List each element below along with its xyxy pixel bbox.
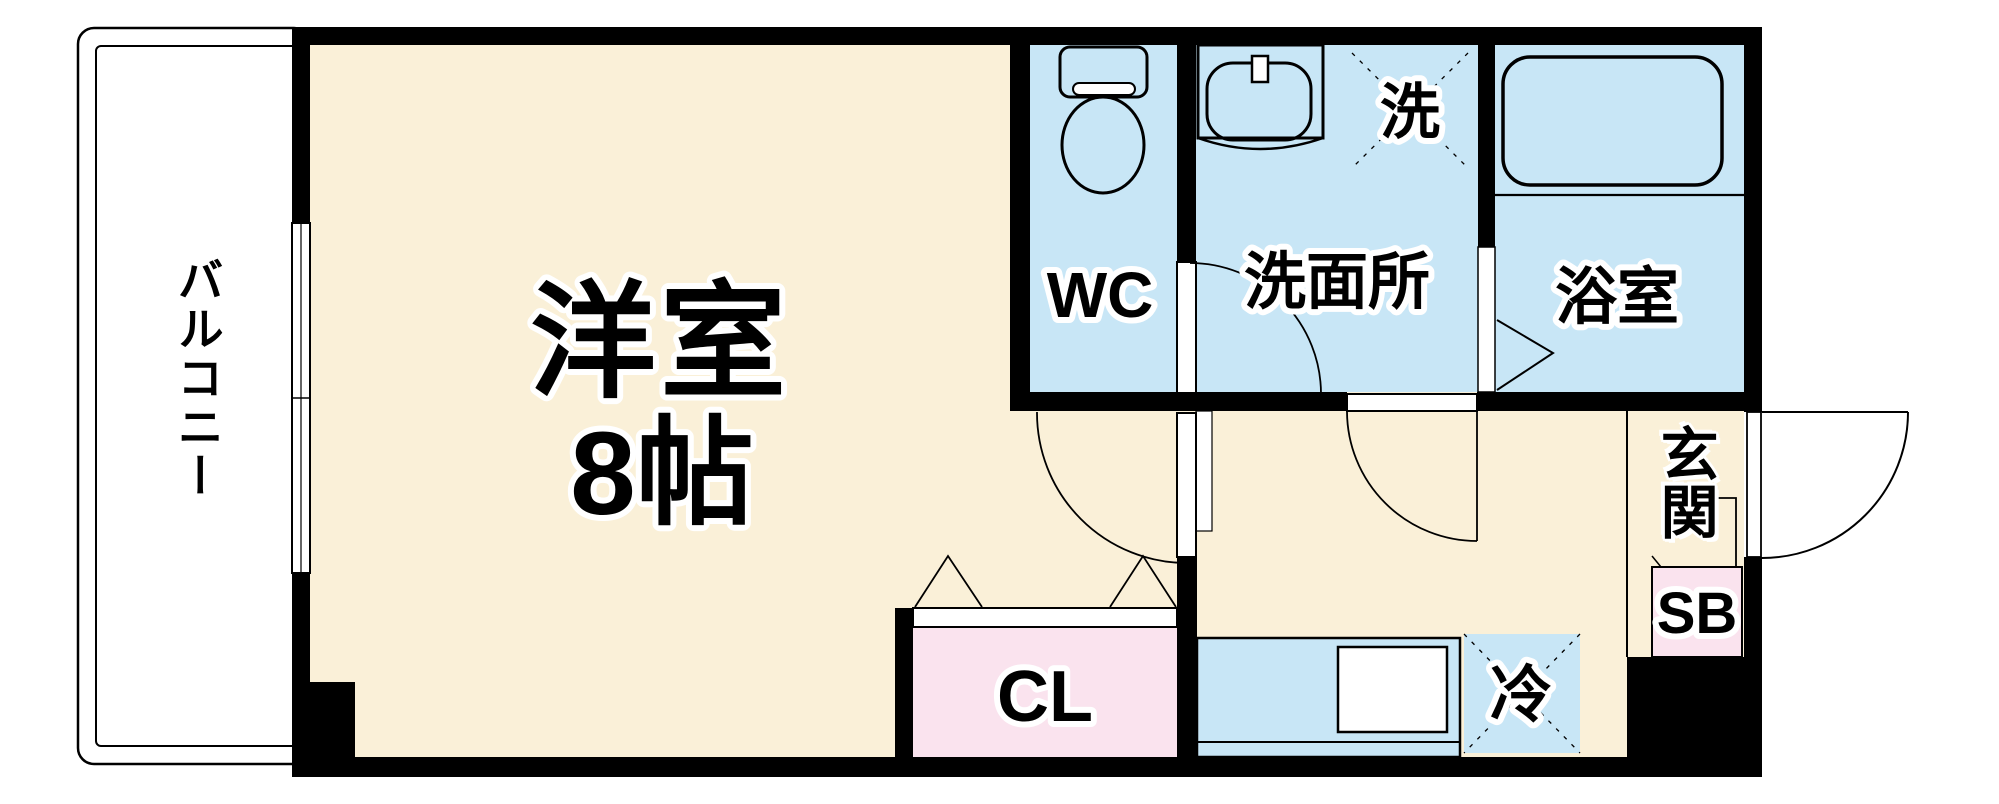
wall-top bbox=[292, 27, 1762, 45]
washer-space bbox=[1351, 52, 1469, 169]
bathroom-floor bbox=[1495, 45, 1744, 392]
hall-door bbox=[1036, 410, 1213, 564]
walls bbox=[292, 27, 1762, 777]
closet-fold-door-icon bbox=[914, 554, 983, 608]
wall-left-lower bbox=[292, 573, 310, 682]
bathtub-icon bbox=[1495, 55, 1744, 197]
hall-door-swing-arc bbox=[1036, 411, 1188, 564]
washroom-label: 洗面所 bbox=[1244, 248, 1430, 317]
entrance-step-line bbox=[1713, 497, 1737, 567]
wall-right-lower bbox=[1744, 557, 1762, 777]
wall-left-upper bbox=[292, 45, 310, 223]
wc-door bbox=[1176, 261, 1322, 395]
wall-corner-pillar bbox=[292, 682, 355, 757]
shoe-box-label: SB bbox=[1657, 581, 1738, 646]
wall-washroom-bath bbox=[1478, 45, 1495, 247]
wc-floor bbox=[1030, 45, 1177, 392]
washroom-door-swing-arc bbox=[1346, 411, 1478, 542]
entrance-step-lines bbox=[1626, 411, 1737, 657]
hall-door-leaf bbox=[1176, 412, 1197, 558]
main-room-size-label: 8帖 bbox=[570, 408, 754, 540]
wall-hall-stub bbox=[1177, 557, 1197, 757]
washer-dashed-box bbox=[1352, 53, 1468, 168]
hall-door-channel bbox=[1195, 410, 1213, 532]
bathroom-folding-door bbox=[1477, 246, 1555, 393]
balcony-label: バルコニー bbox=[171, 256, 224, 501]
main-room-label: 洋室 bbox=[530, 272, 790, 413]
wall-wet-bottom-right bbox=[1477, 392, 1762, 411]
washroom-door bbox=[1346, 393, 1478, 542]
fridge-label: 冷 bbox=[1490, 661, 1552, 730]
entrance-door-swing-arc bbox=[1761, 411, 1909, 559]
wall-wc-washroom bbox=[1177, 45, 1196, 262]
washroom-door-leaf bbox=[1346, 393, 1478, 412]
fridge-dashed-box bbox=[1464, 634, 1580, 753]
wall-entrance-block bbox=[1627, 657, 1744, 757]
wall-wet-bottom-left bbox=[1010, 392, 1347, 411]
entrance-step-line bbox=[1651, 555, 1662, 568]
wall-closet-left bbox=[895, 608, 913, 757]
vanity-front-curve bbox=[1197, 136, 1324, 151]
vanity-faucet bbox=[1250, 54, 1270, 84]
kitchen-counter bbox=[1195, 636, 1462, 759]
closet-door-strip bbox=[912, 607, 1178, 628]
wc-door-swing-arc bbox=[1189, 262, 1322, 395]
closet-floor bbox=[913, 627, 1177, 757]
wall-mainroom-wc bbox=[1010, 45, 1030, 392]
vanity-sink-icon bbox=[1196, 43, 1325, 151]
entrance-label: 玄関 bbox=[1651, 424, 1717, 540]
closet-label: CL bbox=[997, 657, 1093, 737]
balcony-window bbox=[291, 222, 311, 574]
toilet-lid-slot bbox=[1072, 82, 1136, 96]
washer-label: 洗 bbox=[1380, 79, 1440, 146]
bath-door-strip bbox=[1477, 246, 1496, 393]
bathroom-label: 浴室 bbox=[1555, 263, 1679, 332]
wc-door-leaf bbox=[1176, 261, 1197, 394]
wall-right-upper bbox=[1744, 27, 1762, 412]
entrance-door-leaf bbox=[1746, 411, 1762, 558]
wc-label: WC bbox=[1047, 259, 1154, 331]
kitchen-sink-icon bbox=[1336, 645, 1449, 734]
entrance-door bbox=[1746, 411, 1909, 559]
bathtub bbox=[1501, 55, 1724, 187]
wall-bottom bbox=[292, 757, 1762, 777]
shoe-box bbox=[1651, 566, 1743, 658]
fridge-space bbox=[1463, 633, 1581, 754]
bath-fold-door-icon bbox=[1496, 319, 1555, 391]
toilet-icon bbox=[1058, 45, 1149, 195]
toilet-bowl bbox=[1060, 95, 1146, 195]
